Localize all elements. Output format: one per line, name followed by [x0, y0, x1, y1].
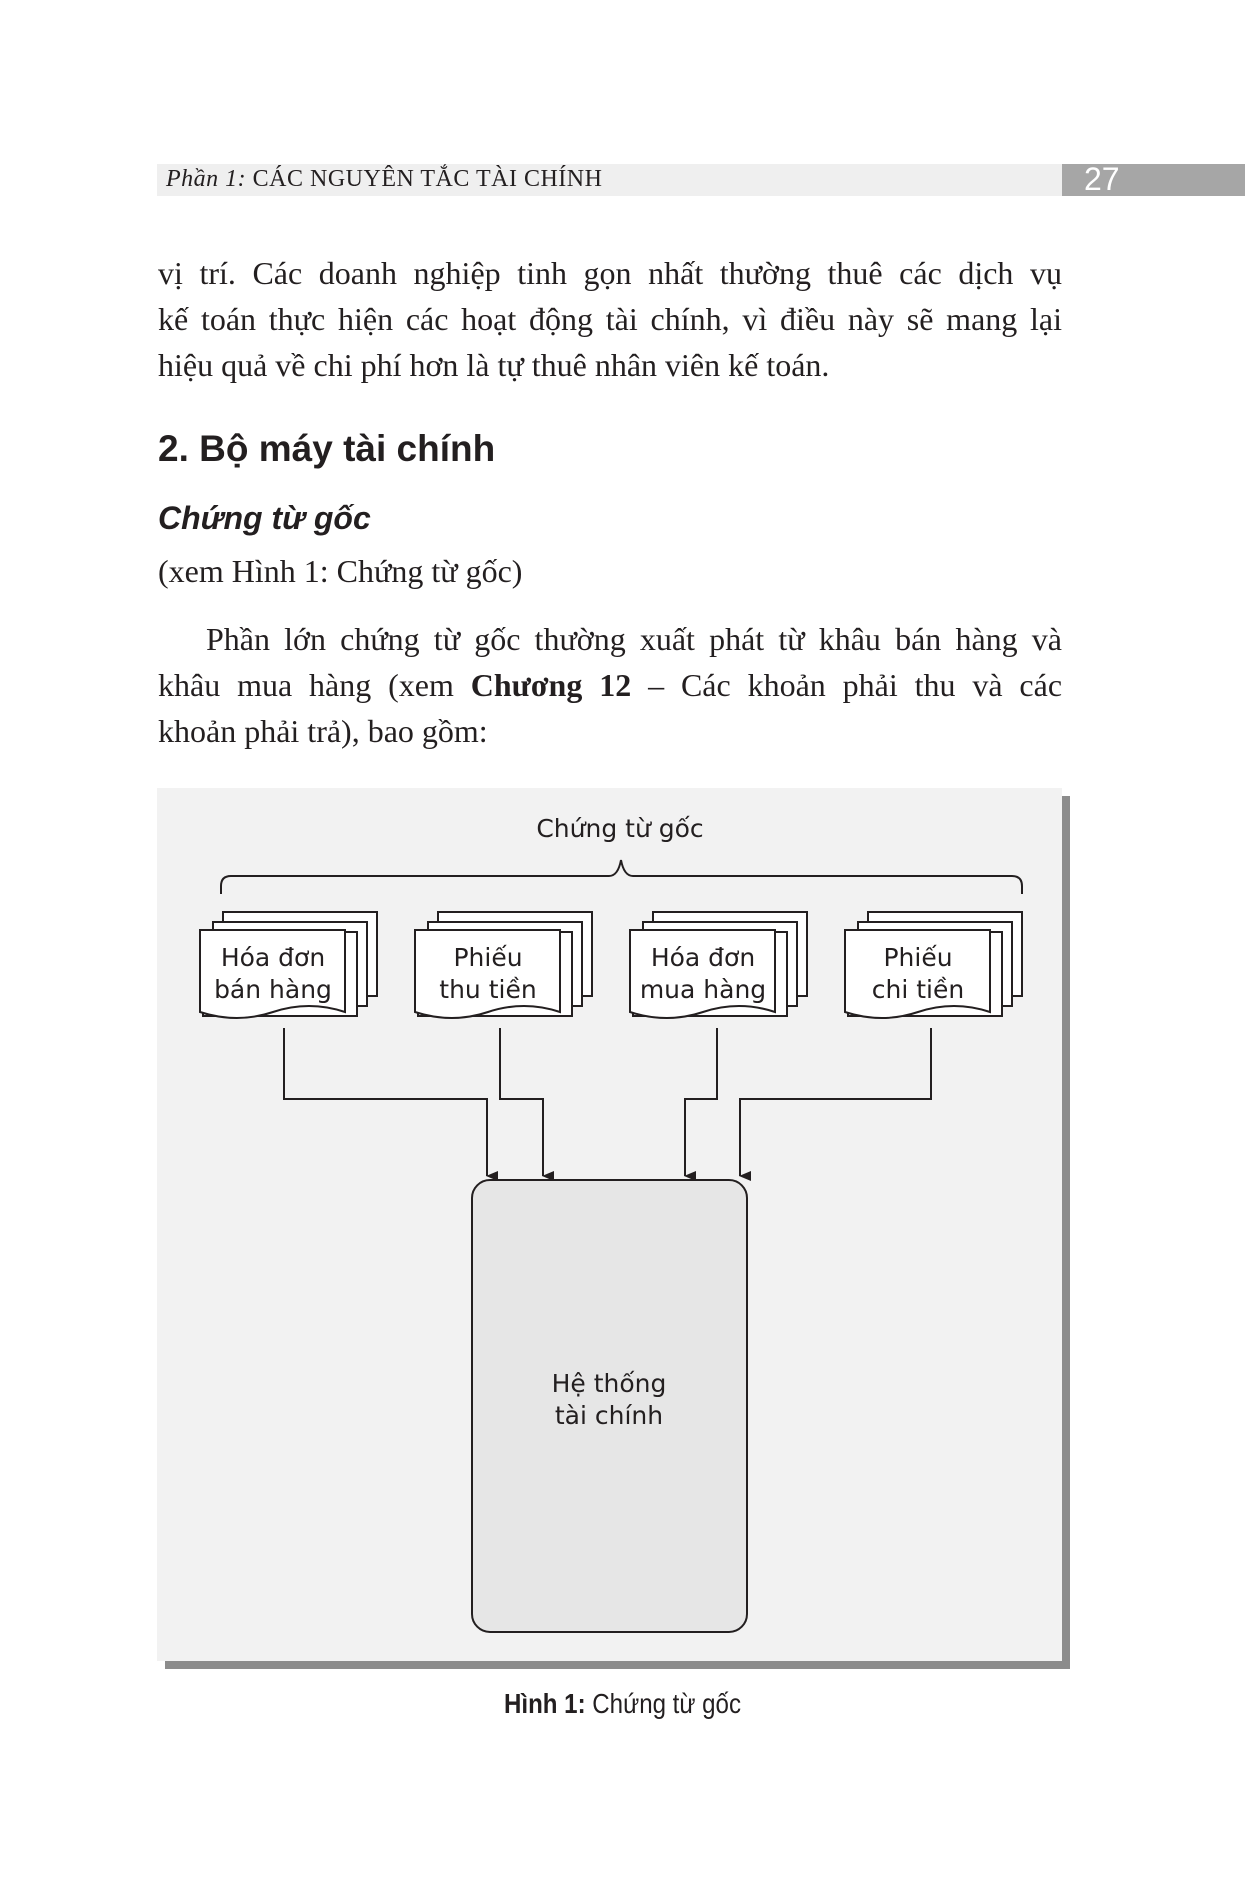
page-number: 27	[1084, 161, 1120, 197]
running-header: Phần 1: CÁC NGUYÊN TẮC TÀI CHÍNH	[166, 166, 602, 193]
document-sales-invoice: Hóa đơn bán hàng	[199, 911, 378, 1019]
document-label: Hóa đơn	[651, 943, 755, 972]
intro-line: vị trí. Các doanh nghiệp tinh gọn nhất t…	[158, 255, 1062, 291]
document-label: Phiếu	[883, 943, 952, 972]
body-line2-before: khâu mua hàng (xem	[158, 667, 454, 703]
finance-system-label: tài chính	[555, 1401, 663, 1430]
page-number-box	[1062, 164, 1245, 196]
body-line2-after: – Các khoản phải thu và các	[648, 667, 1063, 703]
document-label: bán hàng	[214, 975, 332, 1004]
body-line: khâu mua hàng (xem Chương 12 – Các khoản…	[158, 662, 1062, 708]
connector-arrow	[283, 1028, 498, 1181]
body-paragraph: Phần lớn chứng từ gốc thường xuất phát t…	[158, 616, 1062, 754]
section-heading: 2. Bộ máy tài chính	[158, 428, 496, 469]
figure-reference: (xem Hình 1: Chứng từ gốc)	[158, 553, 523, 589]
connector-arrow	[684, 1028, 718, 1181]
caption-text: Chứng từ gốc	[592, 1688, 742, 1719]
document-receipt: Phiếu thu tiền	[414, 911, 593, 1019]
document-label: mua hàng	[640, 975, 766, 1004]
connector-arrow	[499, 1028, 554, 1181]
figure-diagram: Chứng từ gốc Hóa đơn bán hàng Phiếu thu …	[157, 788, 1062, 1661]
subsection-heading: Chứng từ gốc	[158, 500, 371, 536]
running-header-bar	[157, 164, 1062, 196]
chapter-reference: Chương 12	[470, 667, 632, 703]
finance-system-box	[471, 1179, 748, 1633]
body-line: khoản phải trả), bao gồm:	[158, 713, 488, 749]
document-payment-voucher: Phiếu chi tiền	[844, 911, 1023, 1019]
figure-caption: Hình 1: Chứng từ gốc	[87, 1688, 1158, 1720]
diagram-svg: Chứng từ gốc Hóa đơn bán hàng Phiếu thu …	[199, 814, 1023, 1633]
part-label: Phần 1:	[166, 166, 247, 192]
part-title: CÁC NGUYÊN TẮC TÀI CHÍNH	[252, 166, 603, 192]
document-purchase-invoice: Hóa đơn mua hàng	[629, 911, 808, 1019]
body-line: Phần lớn chứng từ gốc thường xuất phát t…	[206, 621, 1062, 657]
intro-line: kế toán thực hiện các hoạt động tài chín…	[158, 301, 1062, 337]
document-label: chi tiền	[872, 975, 964, 1004]
connector-arrow	[739, 1028, 932, 1181]
intro-paragraph: vị trí. Các doanh nghiệp tinh gọn nhất t…	[158, 250, 1062, 388]
document-label: thu tiền	[439, 975, 536, 1004]
caption-label: Hình 1:	[503, 1688, 586, 1719]
document-label: Hóa đơn	[221, 943, 325, 972]
intro-line: hiệu quả về chi phí hơn là tự thuê nhân …	[158, 347, 830, 383]
document-label: Phiếu	[453, 943, 522, 972]
finance-system-label: Hệ thống	[552, 1369, 667, 1398]
group-label: Chứng từ gốc	[536, 814, 703, 843]
group-brace	[220, 859, 1023, 894]
